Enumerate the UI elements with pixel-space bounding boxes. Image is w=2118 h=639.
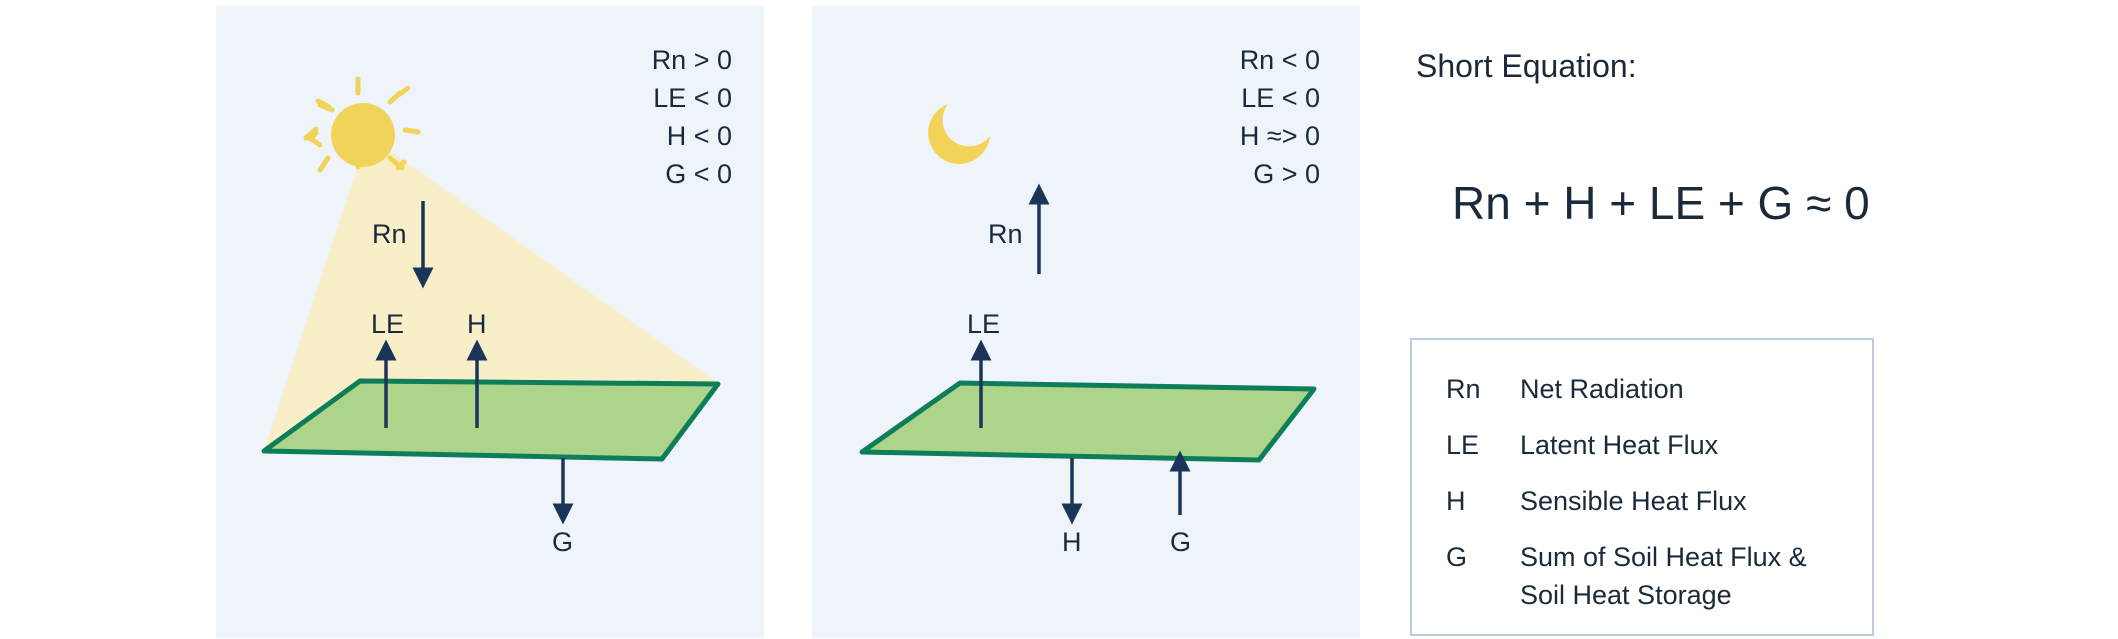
night-panel bbox=[812, 6, 1360, 638]
night-h-label: H bbox=[1062, 527, 1082, 557]
legend-symbol: LE bbox=[1446, 430, 1480, 460]
moon-icon bbox=[928, 104, 990, 164]
legend-description: Latent Heat Flux bbox=[1520, 430, 1719, 460]
night-condition-rn: Rn < 0 bbox=[1239, 45, 1320, 75]
equation-title: Short Equation: bbox=[1416, 48, 1637, 84]
legend-description: Sensible Heat Flux bbox=[1520, 486, 1747, 516]
day-condition-h: H < 0 bbox=[666, 121, 732, 151]
day-le-label: LE bbox=[371, 309, 404, 339]
day-ground-surface bbox=[261, 378, 721, 462]
night-condition-g: G > 0 bbox=[1253, 159, 1320, 189]
night-ground-surface bbox=[859, 380, 1317, 463]
day-h-label: H bbox=[467, 309, 487, 339]
legend-description: Sum of Soil Heat Flux & Soil Heat Storag… bbox=[1520, 542, 1807, 610]
night-g-label: G bbox=[1170, 527, 1191, 557]
day-condition-rn: Rn > 0 bbox=[651, 45, 732, 75]
night-conditions: Rn < 0 LE < 0 H ≈> 0 G > 0 bbox=[1200, 41, 1320, 193]
night-condition-h: H ≈> 0 bbox=[1239, 121, 1320, 151]
night-le-label: LE bbox=[967, 309, 1000, 339]
legend-symbol: Rn bbox=[1446, 374, 1481, 404]
equation-formula: Rn + H + LE + G ≈ 0 bbox=[1452, 177, 1870, 229]
day-conditions: Rn > 0 LE < 0 H < 0 G < 0 bbox=[612, 41, 732, 193]
legend-box: Rn Net Radiation LE Latent Heat Flux H S… bbox=[1410, 338, 1874, 636]
day-rn-label: Rn bbox=[372, 219, 407, 249]
legend-description: Net Radiation bbox=[1520, 374, 1684, 404]
sunlight-beam bbox=[264, 135, 718, 450]
legend-symbol: G bbox=[1446, 542, 1468, 572]
night-condition-le: LE < 0 bbox=[1241, 83, 1320, 113]
legend-symbol: H bbox=[1446, 486, 1466, 516]
day-condition-le: LE < 0 bbox=[653, 83, 732, 113]
day-g-label: G bbox=[552, 527, 573, 557]
day-condition-g: G < 0 bbox=[665, 159, 732, 189]
night-rn-label: Rn bbox=[988, 219, 1023, 249]
sun-icon bbox=[303, 76, 421, 173]
